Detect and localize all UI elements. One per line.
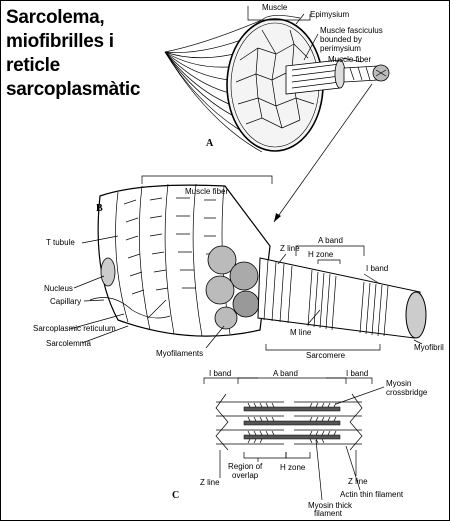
muscle-fiber-bracket — [142, 176, 272, 184]
i-band-left-bracket — [204, 378, 258, 384]
label-capillary: Capillary — [50, 297, 81, 306]
label-sarcomere: Sarcomere — [306, 351, 346, 360]
panel-b: Muscle fiber B T tubule Nucleus Capillar… — [33, 176, 444, 360]
label-i-band-right: I band — [346, 369, 368, 378]
single-muscle-fiber — [344, 65, 389, 82]
label-myosin-crossbridge-1: Myosin — [386, 379, 411, 388]
label-myosin-thick-2: filament — [314, 509, 343, 518]
label-actin-thin-filament: Actin thin filament — [340, 490, 404, 499]
label-epimysium: Epimysium — [310, 10, 349, 19]
label-muscle-fiber-a: Muscle fiber — [328, 55, 371, 64]
label-t-tubule: T tubule — [46, 238, 75, 247]
panel-letter-b: B — [96, 203, 103, 214]
z-line-right-shape — [350, 394, 362, 450]
sarcomere-bracket — [266, 344, 380, 350]
muscle-fasciculus — [286, 60, 345, 94]
myosin-thick-filaments — [244, 407, 340, 439]
h-zone-bracket — [318, 260, 340, 264]
a-band-bracket-c — [238, 378, 346, 384]
label-myofibril: Myofibril — [414, 343, 444, 352]
label-region-overlap-1: Region of — [228, 462, 263, 471]
overlap-bracket — [244, 452, 286, 458]
label-myofilaments: Myofilaments — [156, 349, 203, 358]
label-sarcoplasmic-reticulum: Sarcoplasmic reticulum — [33, 324, 116, 333]
panel-letter-a: A — [206, 138, 214, 149]
myofibril-tube — [258, 258, 420, 338]
label-muscle: Muscle — [262, 3, 288, 12]
panel-a: Muscle Epimysium Muscle fasciculus bound… — [165, 3, 389, 152]
label-myosin-crossbridge-2: crossbridge — [386, 388, 428, 397]
label-fasciculus-1: Muscle fasciculus — [320, 26, 383, 35]
label-a-band-c: A band — [273, 369, 298, 378]
label-z-line-b: Z line — [280, 244, 300, 253]
label-h-zone-c: H zone — [280, 463, 306, 472]
label-m-line: M line — [290, 328, 312, 337]
label-a-band-b: A band — [318, 236, 343, 245]
h-zone-bracket-c — [286, 452, 310, 458]
label-h-zone-b: H zone — [308, 250, 334, 259]
label-muscle-fiber-b: Muscle fiber — [185, 187, 228, 196]
label-i-band-left: I band — [209, 369, 231, 378]
label-region-overlap-2: overlap — [232, 471, 259, 480]
panel-c: I band A band I band Myosin crossbridge … — [172, 369, 428, 518]
nucleus-shape — [101, 258, 115, 286]
panel-letter-c: C — [172, 490, 179, 501]
i-band-right-bracket — [326, 378, 372, 384]
zoom-arrow-head — [274, 213, 281, 222]
label-i-band-b: I band — [366, 264, 388, 273]
label-z-line-left-c: Z line — [200, 478, 220, 487]
z-line-left-shape — [216, 394, 228, 450]
label-nucleus: Nucleus — [44, 284, 73, 293]
label-fasciculus-3: perimysium — [320, 44, 361, 53]
label-fasciculus-2: bounded by — [320, 35, 362, 44]
myofibril-end — [406, 292, 426, 338]
label-z-line-right-c: Z line — [348, 477, 368, 486]
label-sarcolemma: Sarcolemma — [46, 339, 91, 348]
